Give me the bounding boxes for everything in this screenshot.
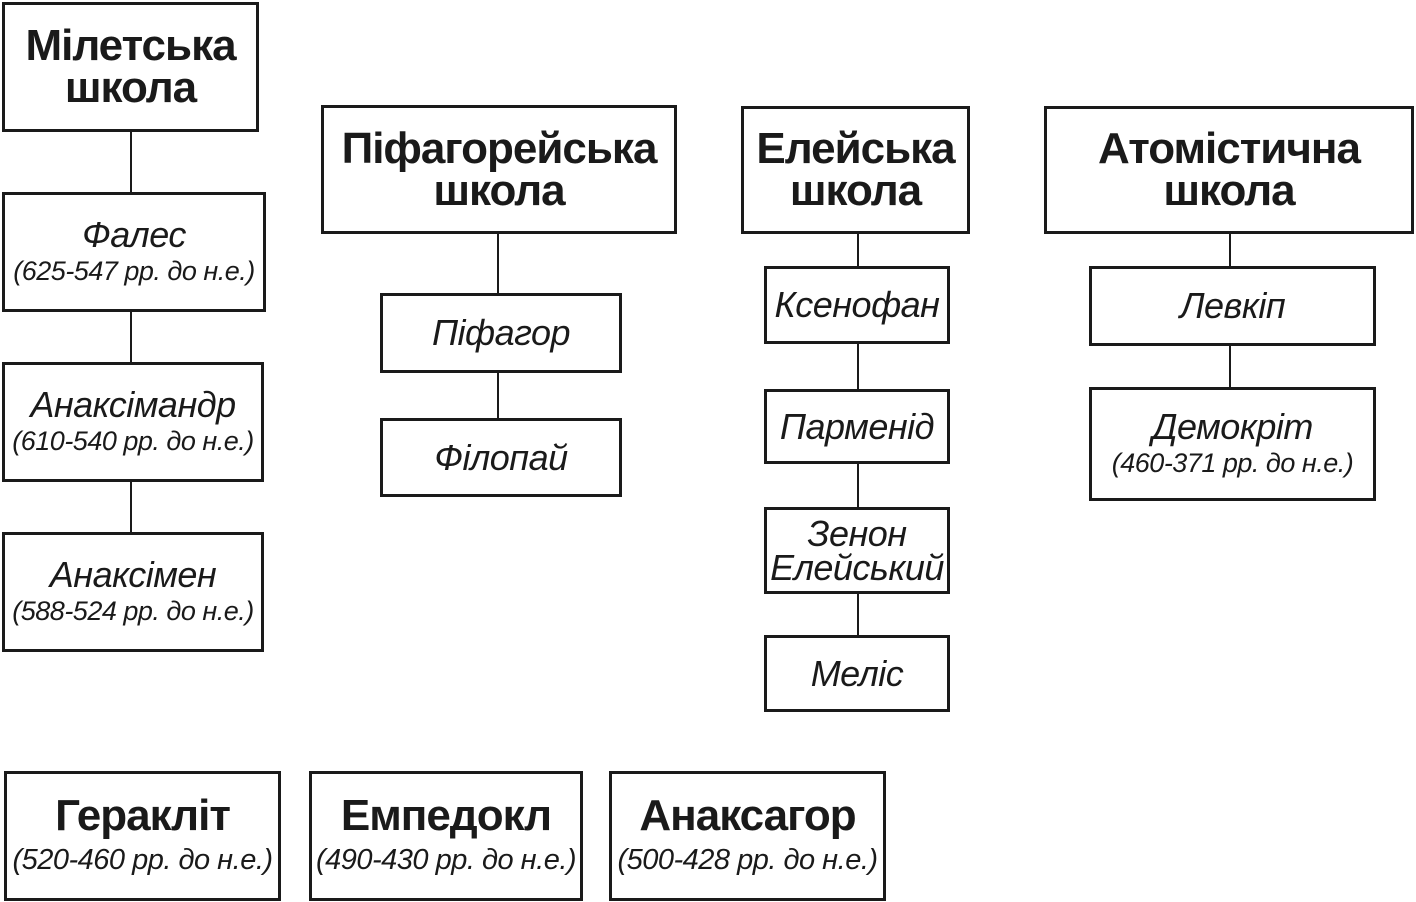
philosopher-box-democritus: Демокріт (460-371 рр. до н.е.): [1089, 387, 1376, 501]
philosopher-name: Парменід: [779, 405, 935, 447]
school-title-line: школа: [433, 165, 565, 215]
philosopher-name: Левкіп: [1179, 285, 1286, 326]
philosopher-box-anaximenes: Анаксімен (588-524 рр. до н.е.): [2, 532, 264, 652]
philosopher-name: Демокріт: [1152, 406, 1313, 447]
philosopher-name: Анаксагор: [639, 791, 856, 840]
philosopher-dates: (588-524 рр. до н.е.): [12, 596, 254, 626]
connector-line: [857, 592, 859, 636]
philosopher-name: Анаксімен: [49, 554, 217, 595]
connector-line: [130, 130, 132, 193]
philosopher-name: Меліс: [810, 652, 904, 694]
connector-line: [497, 232, 499, 294]
atomist-school-header: Атомістична школа: [1044, 106, 1414, 234]
philosopher-name: Філопай: [434, 436, 568, 478]
pythagorean-school-header: Піфагорейська школа: [321, 105, 677, 234]
philosopher-dates: (610-540 рр. до н.е.): [12, 426, 254, 456]
philosopher-box-philolaus: Філопай: [380, 418, 622, 497]
philosopher-name-line: Елейський: [770, 546, 944, 588]
school-title-line: Мілетська: [25, 21, 236, 70]
school-title-line: Атомістична: [1098, 124, 1361, 173]
philosopher-dates: (625-547 рр. до н.е.): [13, 256, 255, 286]
philosopher-box-pythagoras: Піфагор: [380, 293, 622, 373]
school-title-line: школа: [64, 63, 197, 112]
philosopher-box-zeno: Зенон Елейський: [764, 507, 950, 594]
philosopher-name: Емпедокл: [340, 791, 552, 840]
school-title-line: Піфагорейська: [341, 123, 658, 173]
philosopher-dates: (500-428 рр. до н.е.): [617, 844, 878, 876]
connector-line: [497, 371, 499, 419]
philosopher-box-thales: Фалес (625-547 рр. до н.е.): [2, 192, 266, 312]
philosopher-box-xenophanes: Ксенофан: [764, 266, 950, 344]
school-title-line: школа: [1163, 166, 1295, 215]
connector-line: [857, 462, 859, 508]
connector-line: [1229, 232, 1231, 267]
philosopher-name: Ксенофан: [774, 284, 940, 325]
philosopher-box-leucippus: Левкіп: [1089, 266, 1376, 346]
connector-line: [857, 232, 859, 267]
connector-line: [857, 342, 859, 390]
philosopher-name-line: Зенон: [807, 512, 907, 554]
independent-box-anaxagoras: Анаксагор (500-428 рр. до н.е.): [609, 771, 886, 901]
philosopher-name: Піфагор: [431, 312, 571, 353]
philosopher-dates: (490-430 рр. до н.е.): [315, 844, 577, 876]
philosopher-box-melissus: Меліс: [764, 635, 950, 712]
school-title-line: Елейська: [756, 124, 955, 173]
philosopher-box-parmenides: Парменід: [764, 389, 950, 464]
philosopher-box-anaximander: Анаксімандр (610-540 рр. до н.е.): [2, 362, 264, 482]
school-title-line: школа: [789, 166, 922, 215]
connector-line: [1229, 344, 1231, 388]
philosopher-name: Фалес: [82, 214, 186, 255]
philosopher-dates: (460-371 рр. до н.е.): [1111, 448, 1354, 478]
independent-box-heraclitus: Геракліт (520-460 рр. до н.е.): [4, 771, 281, 901]
independent-box-empedocles: Емпедокл (490-430 рр. до н.е.): [309, 771, 583, 901]
philosopher-dates: (520-460 рр. до н.е.): [12, 844, 273, 876]
philosopher-name: Анаксімандр: [30, 384, 236, 425]
connector-line: [130, 311, 132, 363]
philosopher-name: Геракліт: [55, 791, 231, 840]
miletus-school-header: Мілетська школа: [2, 2, 259, 132]
eleatic-school-header: Елейська школа: [741, 106, 970, 234]
connector-line: [130, 481, 132, 533]
